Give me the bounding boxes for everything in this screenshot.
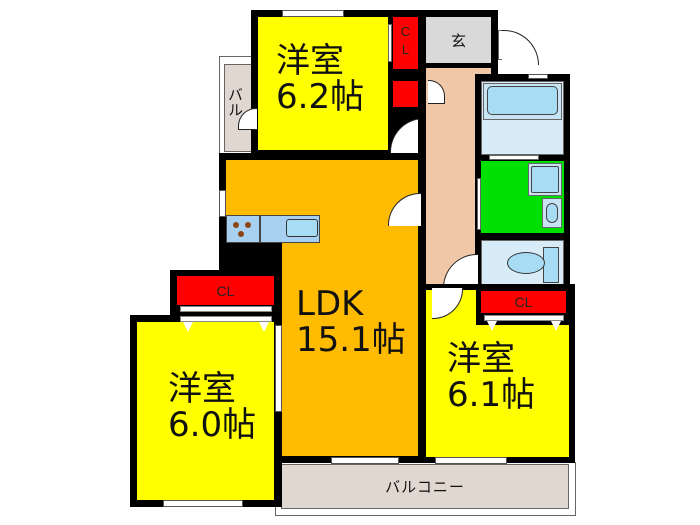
room-name: 洋室 — [276, 41, 344, 81]
closet-left-label: CL — [216, 282, 235, 299]
room-name: 洋室 — [168, 369, 236, 409]
western-room-top-label: 洋室 6.2帖 — [276, 41, 365, 117]
kitchen-sink — [286, 219, 318, 237]
closet-left-door[interactable] — [180, 306, 272, 312]
toilet-bowl — [507, 252, 545, 274]
window — [163, 500, 243, 507]
ldk-label: LDK 15.1帖 — [296, 284, 406, 360]
closet-top: C L — [393, 17, 418, 69]
room-size: 6.1帖 — [447, 374, 536, 415]
closet-label-c: C — [400, 24, 411, 39]
closet-right-label: CL — [514, 294, 533, 310]
toilet-tank — [543, 247, 559, 283]
washing-machine — [531, 166, 559, 193]
entrance-label: 玄 — [450, 31, 466, 50]
entrance-door[interactable] — [502, 30, 539, 65]
room-name: LDK — [296, 284, 364, 324]
closet-arrow-icon — [259, 322, 269, 332]
bathtub-basin — [487, 86, 558, 115]
side-balcony-label: バル — [226, 87, 244, 117]
closet-left-door[interactable] — [180, 316, 272, 322]
room-size: 15.1帖 — [296, 319, 406, 360]
window — [275, 325, 282, 412]
hallway-top — [426, 68, 491, 74]
closet-small — [393, 81, 418, 107]
closet-top-door[interactable] — [388, 24, 392, 62]
western-room-top — [258, 17, 388, 150]
sink-basin — [546, 203, 558, 223]
window — [331, 457, 399, 464]
closet-arrow-icon — [487, 321, 497, 331]
bottom-balcony-label: バルコニー — [385, 478, 465, 496]
window — [282, 10, 344, 17]
side-balcony: バル — [224, 64, 252, 152]
closet-arrow-icon — [551, 321, 561, 331]
closet-top-label: C L — [393, 23, 418, 59]
closet-left: CL — [177, 276, 274, 305]
washroom-door[interactable] — [477, 178, 481, 230]
bottom-balcony: バルコニー — [281, 464, 569, 509]
closet-right-door[interactable] — [484, 315, 564, 321]
window — [219, 190, 226, 217]
room-size: 6.2帖 — [276, 76, 365, 117]
western-room-right-label: 洋室 6.1帖 — [447, 339, 536, 415]
closet-right: CL — [481, 291, 566, 313]
bath-window — [528, 74, 548, 79]
western-room-left — [137, 322, 274, 500]
room-name: 洋室 — [447, 339, 515, 379]
hallway — [426, 68, 476, 284]
kitchen-stove — [226, 215, 260, 243]
window — [435, 457, 507, 464]
closet-arrow-icon — [183, 322, 193, 332]
closet-label-l: L — [401, 42, 410, 57]
bath-door[interactable] — [489, 155, 539, 160]
entrance: 玄 — [426, 17, 491, 63]
room-size: 6.0帖 — [168, 404, 257, 445]
western-room-left-label: 洋室 6.0帖 — [168, 369, 257, 445]
